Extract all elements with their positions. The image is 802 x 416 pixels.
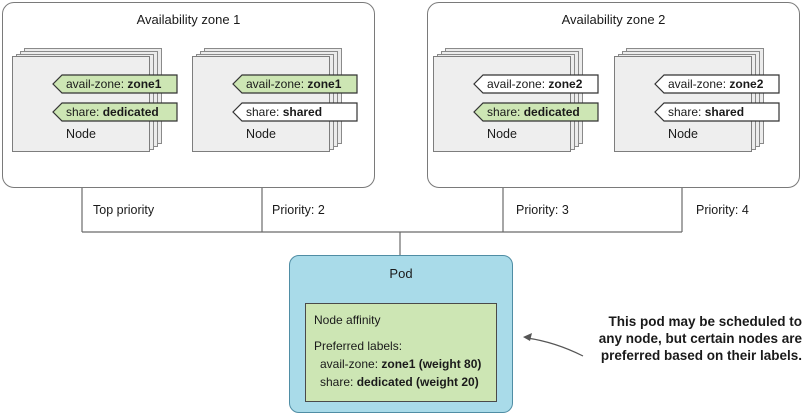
tag-key: share: <box>246 105 283 119</box>
pod-box: Pod Node affinity Preferred labels: avai… <box>289 255 513 413</box>
tag-key: avail-zone: <box>668 77 730 91</box>
zone-title: Availability zone 1 <box>136 12 241 27</box>
pod-title: Pod <box>389 266 413 281</box>
preferred-labels-title: Preferred labels: <box>314 339 403 353</box>
node-label: Node <box>246 127 276 141</box>
tag-key: avail-zone: <box>246 77 308 91</box>
pref-key: avail-zone: <box>320 357 382 371</box>
tag-key: share: <box>66 105 103 119</box>
priority-label-2: Priority: 2 <box>272 203 325 217</box>
tag-key: share: <box>668 105 705 119</box>
tag-value: zone2 <box>729 77 764 91</box>
node-tag: share: dedicated <box>52 102 178 122</box>
node-label: Node <box>668 127 698 141</box>
node-stack-1: Node avail-zone: zone1 share: dedicated <box>12 48 178 152</box>
pref-value: dedicated (weight 20) <box>356 375 479 389</box>
node-label: Node <box>66 127 96 141</box>
tag-value: zone1 <box>307 77 342 91</box>
node-tag: avail-zone: zone2 <box>473 74 599 94</box>
tag-value: zone1 <box>127 77 162 91</box>
node-tag: share: dedicated <box>473 102 599 122</box>
node-stack-4: Node avail-zone: zone2 share: shared <box>614 48 780 152</box>
node-label: Node <box>487 127 517 141</box>
priority-label-4: Priority: 4 <box>696 203 749 217</box>
note-line-1: This pod may be scheduled to <box>608 314 802 329</box>
zone-title: Availability zone 2 <box>561 12 666 27</box>
node-tag: avail-zone: zone1 <box>52 74 178 94</box>
preferred-label-2: share: dedicated (weight 20) <box>320 375 479 389</box>
node-stack-3: Node avail-zone: zone2 share: dedicated <box>433 48 599 152</box>
pref-key: share: <box>320 375 357 389</box>
preferred-label-1: avail-zone: zone1 (weight 80) <box>320 357 481 371</box>
annotation-note: This pod may be scheduled to any node, b… <box>562 313 802 364</box>
node-affinity-box: Node affinity Preferred labels: avail-zo… <box>305 303 497 402</box>
note-line-2: any node, but certain nodes are <box>598 331 802 346</box>
tag-value: dedicated <box>102 105 159 119</box>
tag-value: shared <box>704 105 745 119</box>
node-tag: avail-zone: zone1 <box>232 74 358 94</box>
note-line-3: preferred based on their labels. <box>600 348 802 363</box>
priority-label-3: Priority: 3 <box>516 203 569 217</box>
node-tag: share: shared <box>654 102 780 122</box>
tag-value: shared <box>282 105 323 119</box>
note-arrow <box>526 337 584 357</box>
affinity-title: Node affinity <box>314 313 381 327</box>
tag-value: zone2 <box>548 77 583 91</box>
tag-key: avail-zone: <box>66 77 128 91</box>
pref-value: zone1 (weight 80) <box>381 357 482 371</box>
priority-label-1: Top priority <box>93 203 155 217</box>
tag-key: share: <box>487 105 524 119</box>
note-arrowhead <box>523 333 532 341</box>
node-tag: avail-zone: zone2 <box>654 74 780 94</box>
node-stack-2: Node avail-zone: zone1 share: shared <box>192 48 358 152</box>
tag-value: dedicated <box>523 105 580 119</box>
tag-key: avail-zone: <box>487 77 549 91</box>
node-tag: share: shared <box>232 102 358 122</box>
